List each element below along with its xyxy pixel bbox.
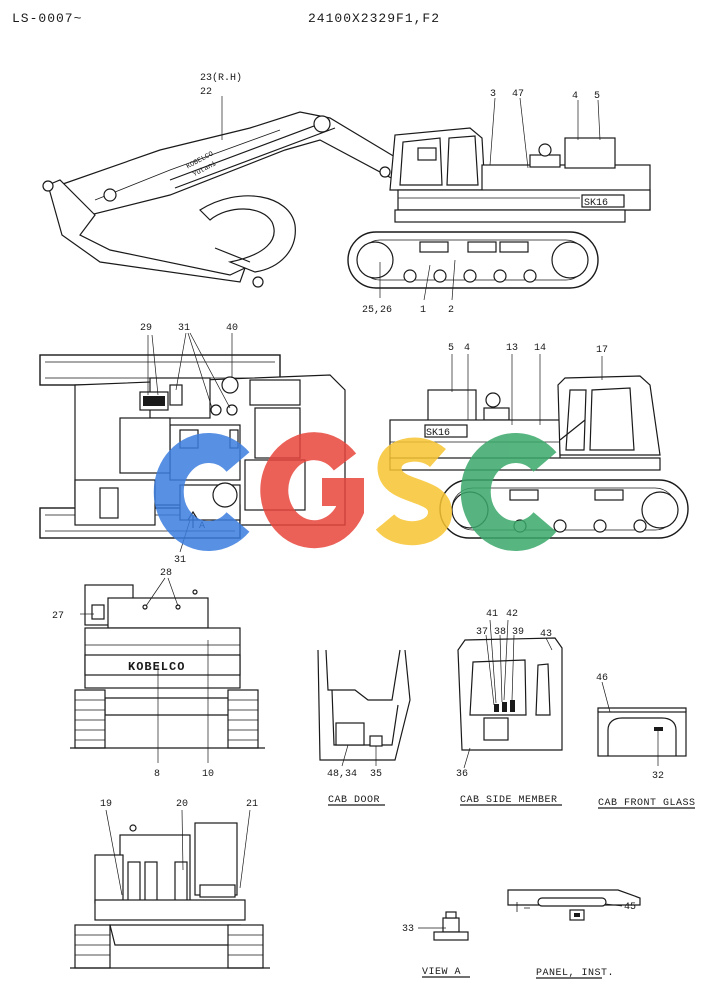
callout-28: 28 xyxy=(160,568,172,579)
callout-1: 1 xyxy=(420,305,426,316)
callout-32: 32 xyxy=(652,771,664,782)
callout-48-34: 48,34 xyxy=(327,769,357,780)
callout-31-bottom: 31 xyxy=(174,555,186,566)
callout-36: 36 xyxy=(456,769,468,780)
excavator-front-view xyxy=(70,809,270,969)
decal-kobelco-rear: KOBELCO xyxy=(128,660,185,674)
caption-cab-side-member: CAB SIDE MEMBER xyxy=(460,795,558,806)
watermark-letter-s xyxy=(375,437,453,546)
callout-35: 35 xyxy=(370,769,382,780)
cab-front-glass-detail xyxy=(597,681,687,766)
callout-17: 17 xyxy=(596,345,608,356)
callout-38: 38 xyxy=(494,627,506,638)
callout-4: 4 xyxy=(572,91,578,102)
callout-8: 8 xyxy=(154,769,160,780)
callout-13: 13 xyxy=(506,343,518,354)
caption-panel-inst: PANEL, INST. xyxy=(536,968,614,979)
callout-29: 29 xyxy=(140,323,152,334)
watermark-letter-g xyxy=(260,432,364,549)
watermark-letter-c2 xyxy=(460,433,557,551)
callout-20: 20 xyxy=(176,799,188,810)
callout-31-top: 31 xyxy=(178,323,190,334)
callout-10: 10 xyxy=(202,769,214,780)
callout-45: 45 xyxy=(624,902,636,913)
callout-14: 14 xyxy=(534,343,546,354)
callout-40: 40 xyxy=(226,323,238,334)
callout-41: 41 xyxy=(486,609,498,620)
callout-5: 5 xyxy=(594,91,600,102)
callout-21: 21 xyxy=(246,799,258,810)
callout-33: 33 xyxy=(402,924,414,935)
callout-46: 46 xyxy=(596,673,608,684)
callout-2: 2 xyxy=(448,305,454,316)
caption-cab-door: CAB DOOR xyxy=(328,795,380,806)
caption-cab-front-glass: CAB FRONT GLASS xyxy=(598,798,696,809)
callout-5-left: 5 xyxy=(448,343,454,354)
caption-view-a: VIEW A xyxy=(422,967,461,978)
cab-door-detail xyxy=(317,649,411,767)
cab-side-member-detail xyxy=(457,619,563,769)
header-serial-range: LS-0007~ xyxy=(12,11,82,26)
header-part-number: 24100X2329F1,F2 xyxy=(308,11,440,26)
view-a-detail xyxy=(418,911,469,941)
decal-model-left: SK16 xyxy=(426,428,450,439)
callout-19: 19 xyxy=(100,799,112,810)
callout-39: 39 xyxy=(512,627,524,638)
excavator-side-view-right: SK16 KOBELCO Yutani xyxy=(42,96,651,301)
callout-22: 22 xyxy=(200,87,212,98)
callout-23-rh: 23(R.H) xyxy=(200,72,242,84)
watermark-logo xyxy=(153,432,557,551)
panel-inst-detail xyxy=(507,889,641,921)
watermark-letter-c1 xyxy=(153,433,250,551)
callout-47: 47 xyxy=(512,89,524,100)
decal-model-right: SK16 xyxy=(584,198,608,209)
callout-4-left: 4 xyxy=(464,343,470,354)
callout-27: 27 xyxy=(52,611,64,622)
callout-37: 37 xyxy=(476,627,488,638)
callout-3: 3 xyxy=(490,89,496,100)
callout-43: 43 xyxy=(540,629,552,640)
excavator-rear-view: KOBELCO xyxy=(70,577,265,763)
callout-42: 42 xyxy=(506,609,518,620)
callout-25-26: 25,26 xyxy=(362,305,392,316)
